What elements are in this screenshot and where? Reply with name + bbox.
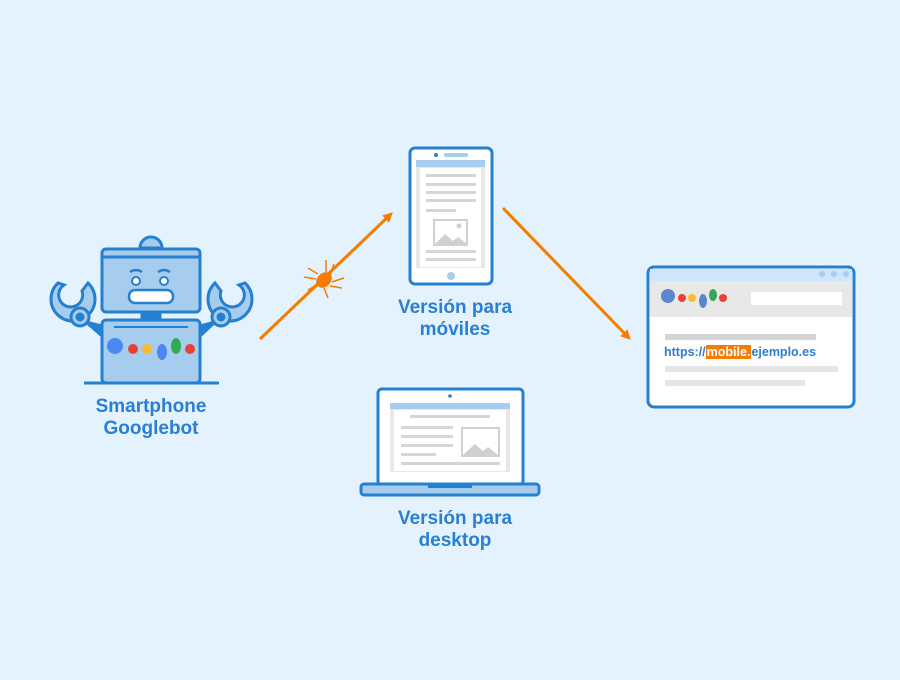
mobile-phone xyxy=(408,146,494,286)
mobile-label: Versión para móviles xyxy=(355,297,555,341)
robot-label-line2: Googlebot xyxy=(103,418,199,439)
url-highlight: mobile. xyxy=(705,345,752,359)
robot-label: Smartphone Googlebot xyxy=(51,396,251,440)
spider-icon xyxy=(303,260,345,299)
robot-label-line1: Smartphone xyxy=(95,396,207,417)
desktop-label-line2: desktop xyxy=(418,530,492,551)
mobile-label-line2: móviles xyxy=(419,319,491,340)
browser-window xyxy=(646,265,856,409)
desktop-label-line1: Versión para xyxy=(397,508,513,529)
url-suffix: ejemplo.es xyxy=(751,345,817,359)
desktop-label: Versión para desktop xyxy=(355,508,555,552)
browser-url: https://mobile.ejemplo.es xyxy=(664,345,816,359)
google-dots-robot xyxy=(107,338,195,360)
url-prefix: https:// xyxy=(664,345,706,359)
desktop-laptop xyxy=(359,387,541,497)
mobile-label-line1: Versión para xyxy=(397,297,513,318)
googlebot-robot xyxy=(49,235,254,385)
arrow-to-browser xyxy=(501,206,631,340)
